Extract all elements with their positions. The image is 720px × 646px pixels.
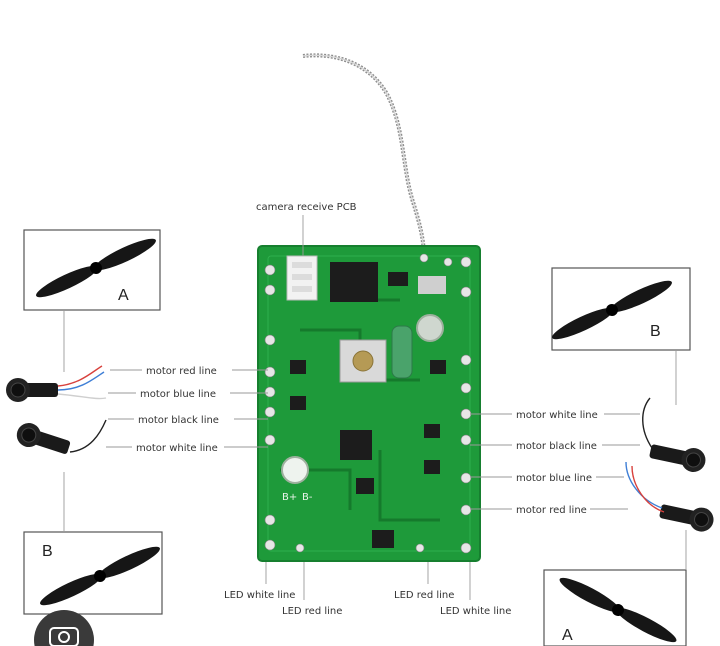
battery-positive-label: B+ xyxy=(282,492,297,503)
right-motor-black-line-label: motor black line xyxy=(516,441,597,452)
propeller-box-top-right: B xyxy=(551,267,691,351)
left-motor-blue-line-label: motor blue line xyxy=(140,389,216,400)
propeller-label: A xyxy=(562,627,573,644)
motor-left-top xyxy=(6,378,58,402)
propeller-icon xyxy=(40,546,160,606)
right-motor-white-line-label: motor white line xyxy=(516,410,598,421)
camera-icon xyxy=(49,627,79,646)
right-motor-red-line-label: motor red line xyxy=(516,505,587,516)
led-red-line-label-left: LED red line xyxy=(282,606,342,617)
led-white-line-label-right: LED white line xyxy=(440,606,511,617)
propeller-label: B xyxy=(650,323,661,340)
led-red-line-label-right: LED red line xyxy=(394,590,454,601)
propeller-icon xyxy=(552,280,672,340)
propeller-box-top-left: A xyxy=(23,229,161,311)
led-white-line-label-left: LED white line xyxy=(224,590,295,601)
left-motor-red-line-label: motor red line xyxy=(146,366,217,377)
camera-receive-pcb-label: camera receive PCB xyxy=(256,202,357,213)
left-motor-black-line-label: motor black line xyxy=(138,415,219,426)
antenna xyxy=(302,53,426,259)
right-motor-blue-line-label: motor blue line xyxy=(516,473,592,484)
propeller-label: A xyxy=(118,287,129,304)
propeller-label: B xyxy=(42,543,53,560)
battery-negative-label: B- xyxy=(302,492,313,503)
propeller-box-bottom-right: A xyxy=(543,569,687,646)
capacitor xyxy=(391,325,413,379)
mount-hole-top xyxy=(416,314,444,342)
motor-left-bottom xyxy=(16,423,71,454)
propeller-box-bottom-left: B xyxy=(23,531,163,615)
propeller-icon xyxy=(559,577,677,643)
motor-right-bottom xyxy=(659,504,714,532)
main-ic xyxy=(330,262,378,302)
propeller-icon xyxy=(36,238,156,298)
motor-right-top xyxy=(649,444,706,472)
gyro-chip xyxy=(340,430,372,460)
mount-hole-bottom xyxy=(281,456,309,484)
camera-badge[interactable] xyxy=(34,610,94,646)
left-motor-white-line-label: motor white line xyxy=(136,443,218,454)
flight-controller-pcb: B+ B- xyxy=(257,245,481,562)
